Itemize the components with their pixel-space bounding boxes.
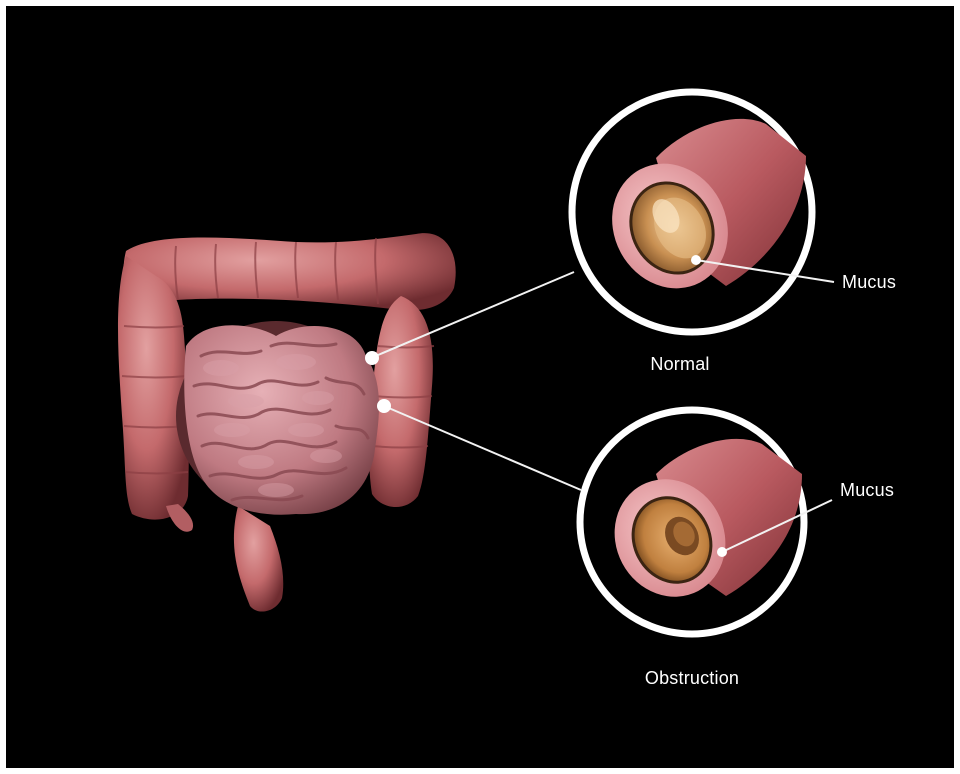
small-intestine [176,321,379,515]
diagram-frame: Mucus Normal Mucus Obstruction [6,6,954,768]
magnifier-obstruction [580,410,832,634]
mucus-label-obstruction: Mucus [840,480,894,500]
mucus-label-normal: Mucus [842,272,896,292]
caption-obstruction: Obstruction [645,668,739,688]
illustration [6,6,954,768]
marker-dot-normal [365,351,379,365]
marker-dot-obstruction [377,399,391,413]
caption-normal: Normal [650,354,709,374]
magnifier-normal [572,92,834,332]
